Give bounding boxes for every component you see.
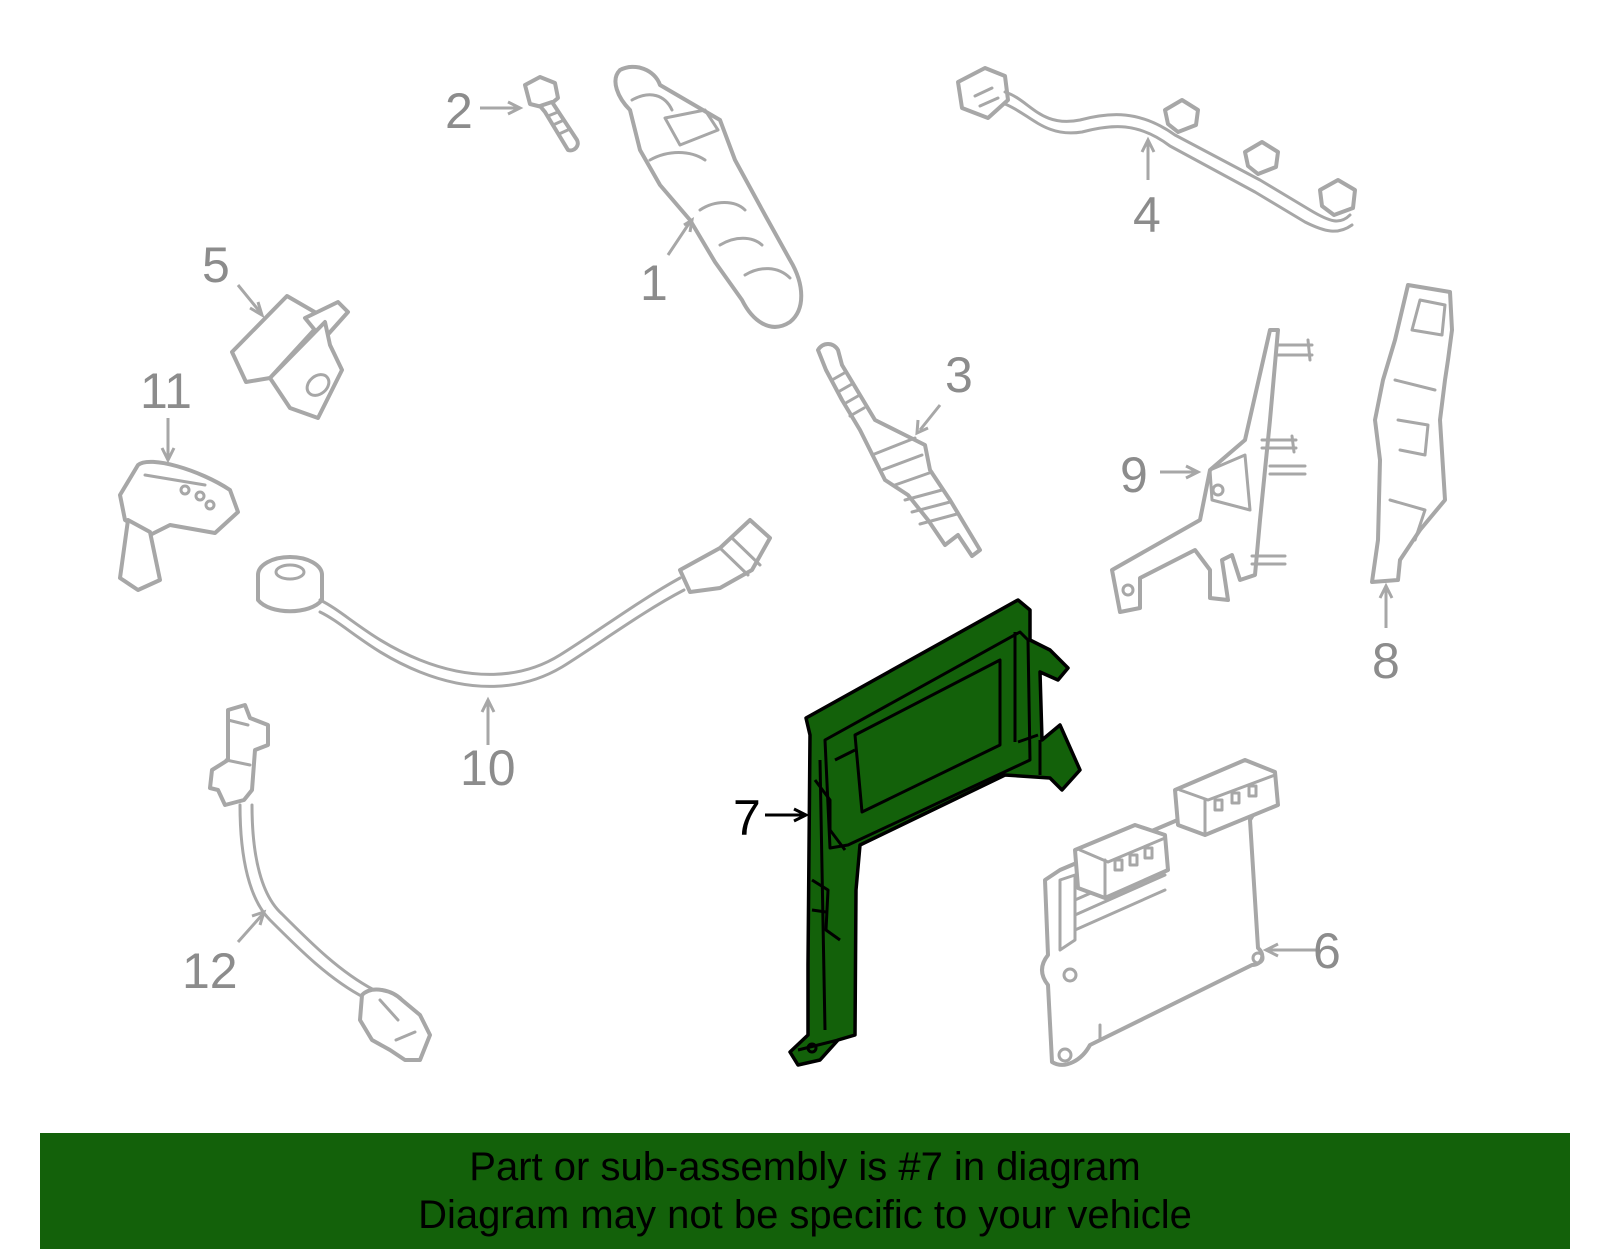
banner-line-disclaimer: Diagram may not be specific to your vehi… — [418, 1193, 1192, 1237]
part-11-cam-sensor[interactable] — [118, 459, 240, 592]
part-2-bolt[interactable] — [523, 75, 580, 153]
callout-6[interactable]: 6 — [1313, 923, 1341, 979]
leader-lines — [160, 100, 1394, 958]
part-8-cover[interactable] — [1370, 283, 1454, 584]
part-7-ecu-bracket[interactable] — [788, 598, 1082, 1067]
callout-8[interactable]: 8 — [1372, 633, 1400, 689]
callout-11[interactable]: 11 — [140, 363, 192, 419]
callout-10[interactable]: 10 — [460, 740, 516, 796]
part-12-o2-sensor[interactable] — [208, 703, 432, 1062]
callout-3[interactable]: 3 — [945, 347, 973, 403]
banner-line-part: Part or sub-assembly is #7 in diagram — [469, 1145, 1141, 1189]
part-5-sensor[interactable] — [230, 294, 350, 420]
part-4-harness[interactable] — [956, 66, 1357, 233]
callout-12[interactable]: 12 — [182, 943, 238, 999]
callout-labels: 1 2 3 4 5 6 7 8 9 10 11 12 — [140, 83, 1400, 999]
callout-4[interactable]: 4 — [1133, 187, 1161, 243]
callout-1[interactable]: 1 — [640, 255, 668, 311]
callout-5[interactable]: 5 — [202, 237, 230, 293]
part-1-ignition-coil[interactable] — [613, 64, 804, 329]
part-9-bracket[interactable] — [1110, 328, 1314, 614]
part-3-spark-plug[interactable] — [816, 342, 982, 558]
part-10-knock-sensor[interactable] — [256, 518, 772, 688]
part-6-ecu[interactable] — [1040, 758, 1280, 1067]
callout-9[interactable]: 9 — [1120, 447, 1148, 503]
callout-2[interactable]: 2 — [445, 83, 473, 139]
callout-7[interactable]: 7 — [733, 790, 761, 846]
info-banner: Part or sub-assembly is #7 in diagram Di… — [40, 1133, 1570, 1249]
